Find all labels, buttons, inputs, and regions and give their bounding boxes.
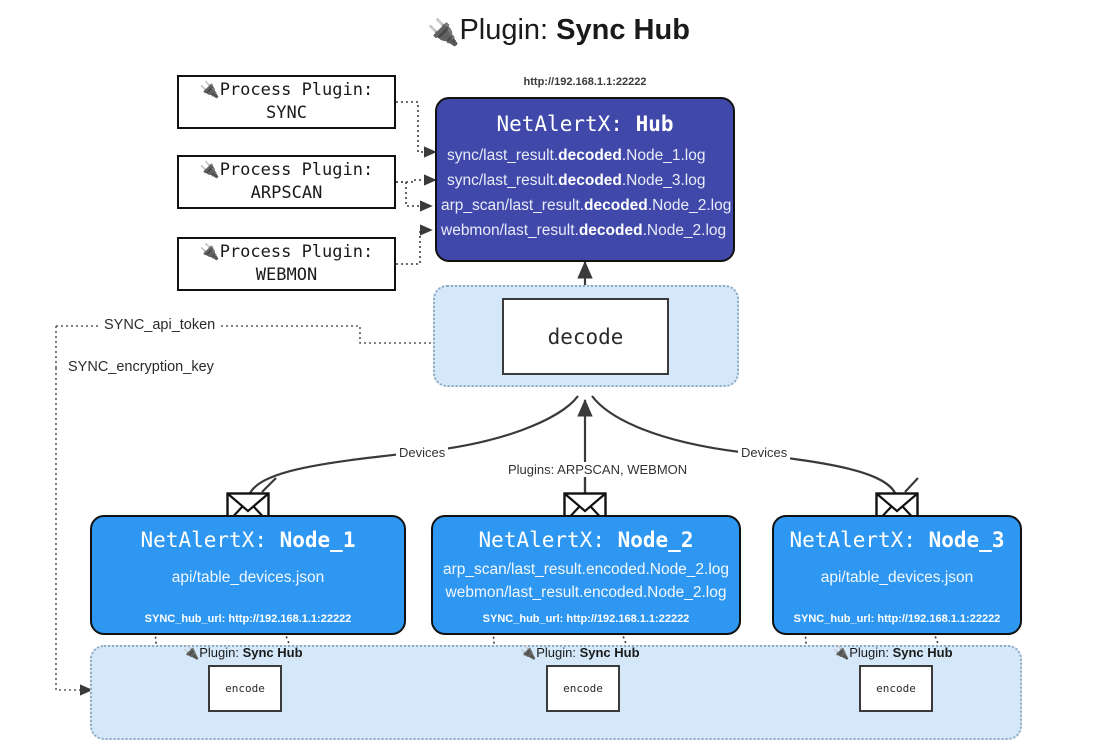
hub-url-label: http://192.168.1.1:22222 <box>523 76 647 88</box>
node-3-footer: SYNC_hub_url: http://192.168.1.1:22222 <box>793 613 1001 625</box>
plugins-label-center: Plugins: ARPSCAN, WEBMON <box>505 462 691 477</box>
process-plugin-arpscan[interactable]: 🔌Process Plugin: ARPSCAN <box>177 155 396 209</box>
process-plugin-sync-line1: 🔌Process Plugin: <box>199 80 374 101</box>
node-3-title: NetAlertX: Node_3 <box>789 528 1005 552</box>
decode-box[interactable]: decode <box>502 298 669 375</box>
node-3[interactable]: NetAlertX: Node_3 api/table_devices.json… <box>772 515 1022 635</box>
electric-plug-icon: 🔌 <box>833 645 850 660</box>
encode-box-2[interactable]: encode <box>546 665 620 712</box>
node-1-line-1: api/table_devices.json <box>171 569 325 586</box>
page-title-name: Sync Hub <box>556 14 690 46</box>
edge-arpscan-to-hub-a <box>396 174 437 186</box>
hub-log-line-2: sync/last_result.decoded.Node_3.log <box>447 172 706 190</box>
devices-label-right: Devices <box>738 445 791 460</box>
process-plugin-arpscan-line2: ARPSCAN <box>250 183 323 203</box>
encoder-1-plugin-label: 🔌Plugin: Sync Hub <box>183 645 303 660</box>
process-plugin-arpscan-line1: 🔌Process Plugin: <box>199 160 374 181</box>
electric-plug-icon: 🔌 <box>199 160 220 180</box>
edge-sync-to-hub <box>396 101 437 158</box>
edge-encryption-key <box>55 368 93 696</box>
encoder-2-plugin-label: 🔌Plugin: Sync Hub <box>520 645 640 660</box>
node-2-title: NetAlertX: Node_2 <box>478 528 694 552</box>
electric-plug-icon: 🔌 <box>199 80 220 100</box>
process-plugin-webmon[interactable]: 🔌Process Plugin: WEBMON <box>177 237 396 291</box>
edge-envelope3-stub <box>904 477 919 493</box>
page-title: 🔌Plugin: Sync Hub <box>0 14 1117 48</box>
node-2-line-2: webmon/last_result.encoded.Node_2.log <box>445 584 727 601</box>
hub-log-line-1: sync/last_result.decoded.Node_1.log <box>447 147 706 164</box>
node-1-footer: SYNC_hub_url: http://192.168.1.1:22222 <box>144 613 352 625</box>
encode-box-3[interactable]: encode <box>859 665 933 712</box>
process-plugin-sync-line2: SYNC <box>266 103 307 123</box>
electric-plug-icon: 🔌 <box>427 17 460 47</box>
api-token-label: SYNC_api_token <box>100 317 220 333</box>
node-1[interactable]: NetAlertX: Node_1 api/table_devices.json… <box>90 515 406 635</box>
process-plugin-sync[interactable]: 🔌Process Plugin: SYNC <box>177 75 396 129</box>
node-2-line-1: arp_scan/last_result.encoded.Node_2.log <box>442 561 730 578</box>
page-title-prefix: Plugin: <box>459 14 557 46</box>
devices-label-left: Devices <box>396 445 449 460</box>
encoder-3-plugin-label: 🔌Plugin: Sync Hub <box>833 645 953 660</box>
encode-box-1[interactable]: encode <box>208 665 282 712</box>
node-3-line-1: api/table_devices.json <box>820 569 974 586</box>
hub-log-line-4: webmon/last_result.decoded.Node_2.log <box>441 222 727 240</box>
hub-log-line-3: arp_scan/last_result.decoded.Node_2.log <box>441 197 732 215</box>
edge-arpscan-to-hub-b <box>396 181 433 212</box>
node-2-footer: SYNC_hub_url: http://192.168.1.1:22222 <box>482 613 690 625</box>
node-1-title: NetAlertX: Node_1 <box>140 528 356 552</box>
edge-webmon-to-hub <box>396 224 433 265</box>
hub-title: NetAlertX: Hub <box>496 112 674 136</box>
electric-plug-icon: 🔌 <box>520 645 537 660</box>
node-2[interactable]: NetAlertX: Node_2 arp_scan/last_result.e… <box>431 515 741 635</box>
process-plugin-webmon-line2: WEBMON <box>255 265 318 285</box>
encryption-key-label: SYNC_encryption_key <box>64 359 218 375</box>
process-plugin-webmon-line1: 🔌Process Plugin: <box>199 242 374 263</box>
hub-node[interactable]: NetAlertX: Hub sync/last_result.decoded.… <box>435 97 735 262</box>
electric-plug-icon: 🔌 <box>183 645 200 660</box>
electric-plug-icon: 🔌 <box>199 242 220 262</box>
edge-envelope1-stub <box>261 477 277 493</box>
